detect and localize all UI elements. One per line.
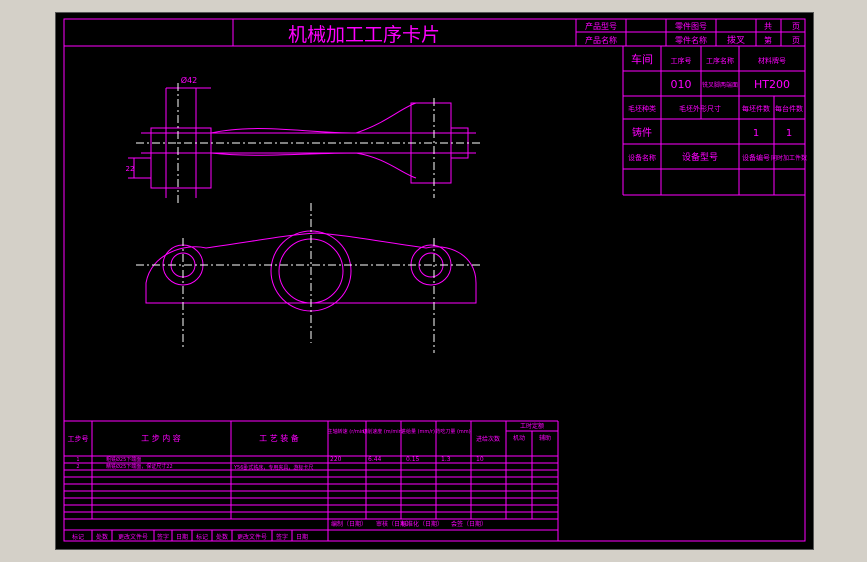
workshop-label: 车间 <box>631 52 653 66</box>
review-label: 审核（日期） <box>376 520 412 528</box>
steps-table: 工步号 工 步 内 容 工 艺 装 备 主轴转速 (r/min) 切削速度 (m… <box>64 420 559 541</box>
dim-height: 22 <box>126 165 135 173</box>
footer-label: 标记 <box>72 533 84 541</box>
step-2-speed: 6.44 <box>368 456 382 463</box>
col-equipment: 工 艺 装 备 <box>259 433 299 443</box>
material-label: 材料牌号 <box>758 56 786 65</box>
sheet-label: 第 <box>764 35 772 45</box>
equip-no-label: 设备编号 <box>742 153 770 162</box>
footer-label: 标记 <box>196 533 208 541</box>
product-name-label: 产品名称 <box>585 35 617 45</box>
part-top-view: Ø42 22 <box>126 75 481 203</box>
outer-border <box>63 18 806 542</box>
material-value: HT200 <box>754 78 790 91</box>
footer-label: 签字 <box>157 533 169 541</box>
step-2-content: 精铣Ø25下端面，保证尺寸22 <box>106 463 173 470</box>
step-2-feed: 0.15 <box>406 456 420 463</box>
total-label: 共 <box>764 22 772 31</box>
footer-label: 处数 <box>216 533 228 541</box>
col-time-aux: 辅助 <box>539 434 551 442</box>
dim-diameter: Ø42 <box>181 75 197 85</box>
footer-label-row: 标记处数更改文件号签字日期标记处数更改文件号签字日期 <box>63 530 308 541</box>
blank-size-label: 毛坯外形尺寸 <box>679 104 721 113</box>
page-label-2: 页 <box>792 36 800 45</box>
col-spindle: 主轴转速 (r/min) <box>328 428 367 435</box>
footer: 编制（日期） 审核（日期） 标准化（日期） 会签（日期） 标记处数更改文件号签字… <box>63 520 487 541</box>
op-no-value: 010 <box>671 78 692 91</box>
op-name-label: 工序名称 <box>706 56 734 65</box>
part-name-label: 零件名称 <box>675 35 707 45</box>
design-label: 编制（日期） <box>331 520 367 528</box>
product-model-label: 产品型号 <box>585 21 617 31</box>
drawing-frame: 机械加工工序卡片 产品型号 产品名称 零件图号 零件名称 拨叉 共 页 第 页 … <box>55 12 814 550</box>
blank-type-value: 铸件 <box>632 126 652 139</box>
col-cut-speed: 切削速度 (m/min) <box>362 428 404 435</box>
step-2-spindle: 220 <box>330 456 342 463</box>
equip-model-label: 设备型号 <box>682 151 718 163</box>
page-label: 页 <box>792 22 800 31</box>
col-feed: 进给量 (mm/r) <box>401 428 435 435</box>
per-unit-label: 每台件数 <box>775 104 803 113</box>
blank-per-label: 每坯件数 <box>742 104 770 113</box>
part-drawing-label: 零件图号 <box>675 21 707 31</box>
footer-label: 签字 <box>276 533 288 541</box>
blank-per-value: 1 <box>753 128 759 139</box>
part-front-view <box>136 203 481 353</box>
col-passes: 进给次数 <box>476 435 500 443</box>
step-2-equipment: Y56卧式铣床，专用夹具，游标卡尺 <box>233 464 313 471</box>
equip-name-label: 设备名称 <box>628 153 656 162</box>
blank-type-label: 毛坯种类 <box>628 104 656 113</box>
col-time-machine: 机动 <box>513 434 525 442</box>
part-name-value: 拨叉 <box>727 34 745 46</box>
per-unit-value: 1 <box>786 128 792 139</box>
col-content: 工 步 内 容 <box>141 433 181 443</box>
approve-label: 会签（日期） <box>451 520 487 528</box>
col-time: 工时定额 <box>520 422 544 430</box>
footer-label: 更改文件号 <box>118 533 148 541</box>
col-step-no: 工步号 <box>68 435 89 443</box>
op-name-value: 铣叉脚两端面 <box>702 81 738 89</box>
footer-label: 更改文件号 <box>237 533 267 541</box>
col-depth: 背吃刀量 (mm) <box>435 428 470 435</box>
footer-label: 处数 <box>96 533 108 541</box>
step-2-no: 2 <box>76 464 79 470</box>
step-2-depth: 1.3 <box>441 456 451 463</box>
step-2-passes: 10 <box>476 456 484 463</box>
process-card-drawing: 机械加工工序卡片 产品型号 产品名称 零件图号 零件名称 拨叉 共 页 第 页 … <box>63 18 807 542</box>
step-1-content: 粗铣Ø25下端面 <box>106 456 141 463</box>
step-1-no: 1 <box>76 457 79 463</box>
op-no-label: 工序号 <box>671 56 692 65</box>
simul-label: 同时加工件数 <box>771 154 807 162</box>
card-title: 机械加工工序卡片 <box>288 24 440 46</box>
footer-label: 日期 <box>296 533 308 541</box>
footer-label: 日期 <box>176 533 188 541</box>
std-label: 标准化（日期） <box>401 520 443 528</box>
